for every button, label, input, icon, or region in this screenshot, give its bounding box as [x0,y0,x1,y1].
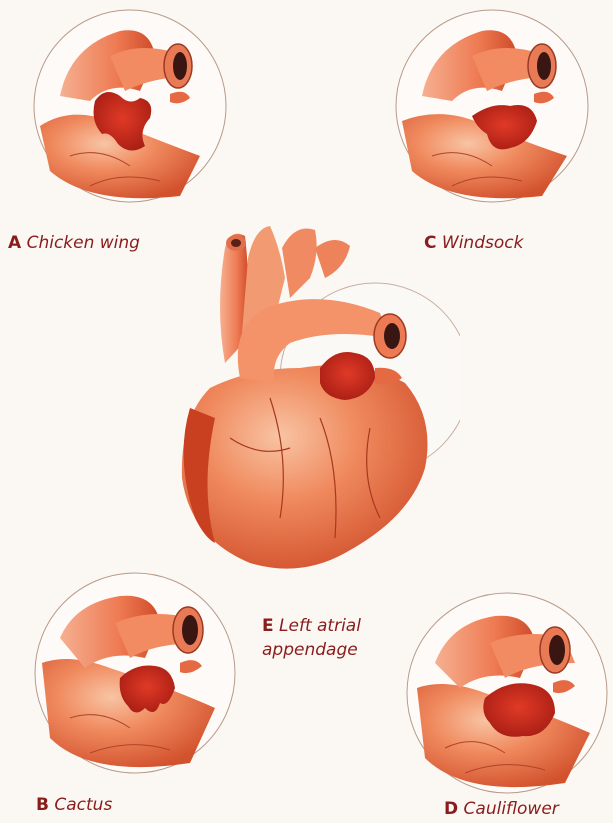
label-name: Chicken wing [27,233,140,253]
label-name: Cactus [54,795,112,815]
panel-cactus [30,568,240,778]
label-letter: D [444,799,458,819]
label-letter: B [36,795,49,815]
panel-windsock [392,6,592,206]
label-cauliflower: D Cauliflower [444,798,559,820]
label-name: Cauliflower [464,799,559,819]
label-chicken-wing: A Chicken wing [8,232,140,254]
label-letter: A [8,233,21,253]
chicken-wing-illustration [30,6,230,206]
label-cactus: B Cactus [36,794,112,816]
cauliflower-illustration [405,588,610,798]
panel-chicken-wing [30,6,230,206]
heart-illustration [170,218,460,578]
label-letter: E [262,616,274,636]
label-left-atrial-appendage: E Left atrial appendage [262,614,361,662]
panel-left-atrial-appendage [170,218,460,578]
cactus-illustration [30,568,240,778]
windsock-illustration [392,6,592,206]
label-name-line1: Left atrial [279,616,361,636]
label-name-line2: appendage [262,640,358,660]
panel-cauliflower [405,588,610,798]
